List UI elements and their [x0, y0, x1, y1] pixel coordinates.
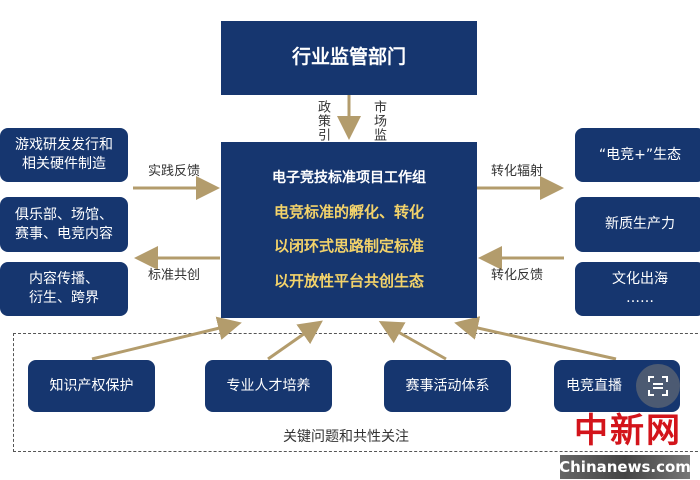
bottom-box-talent: 专业人才培养: [205, 360, 332, 412]
right-box-culture: 文化出海 ……: [575, 262, 700, 316]
left-box-line: 赛事、电竞内容: [15, 225, 113, 242]
left-box-content: 内容传播、衍生、跨界: [0, 262, 128, 316]
key-issues-group: [13, 333, 700, 452]
arrow-live: [454, 316, 617, 361]
left-box-line: 相关硬件制造: [22, 156, 106, 172]
transform-feedback-label: 转化反馈: [491, 268, 544, 283]
right-box-line: “电竞+”生态: [598, 146, 682, 163]
watermark-site: Chinanews.com: [559, 455, 691, 479]
working-group-title: 电子竞技标准项目工作组: [272, 170, 426, 187]
center-line-2: 以闭环式思路制定标准: [273, 237, 424, 256]
working-group-box: 电子竞技标准项目工作组 电竞标准的孵化、转化 以闭环式思路制定标准 以开放性平台…: [221, 142, 477, 318]
bottom-box-ip: 知识产权保护: [28, 360, 155, 412]
right-box-line: ……: [626, 290, 654, 306]
right-box-line: 文化出海: [612, 271, 668, 288]
arrow-events: [378, 321, 447, 361]
standard-cocreate-label: 标准共创: [148, 268, 201, 283]
left-box-line: 内容传播、: [29, 271, 99, 288]
left-box-line: 游戏研发发行和: [15, 137, 113, 154]
right-box-ecosystem: “电竞+”生态: [575, 128, 700, 182]
center-line-1: 电竞标准的孵化、转化: [273, 203, 424, 222]
scan-icon[interactable]: [636, 364, 680, 408]
left-box-clubs: 俱乐部、场馆、赛事、电竞内容: [0, 197, 128, 252]
regulator-box: 行业监管部门: [221, 21, 477, 95]
left-box-line: 俱乐部、场馆、: [15, 206, 113, 223]
left-box-game-dev: 游戏研发发行和相关硬件制造: [0, 128, 128, 182]
practice-feedback-label: 实践反馈: [148, 164, 201, 179]
bottom-box-events: 赛事活动体系: [384, 360, 511, 412]
right-box-line: 新质生产力: [605, 216, 675, 233]
transform-radiate-label: 转化辐射: [491, 164, 544, 179]
watermark-logo: 中新网: [574, 411, 682, 451]
left-box-line: 衍生、跨界: [29, 290, 99, 306]
key-issues-caption: 关键问题和共性关注: [283, 429, 409, 445]
center-line-3: 以开放性平台共创生态: [273, 271, 424, 290]
arrow-talent: [267, 320, 323, 361]
arrow-ip: [91, 316, 242, 361]
right-box-productivity: 新质生产力: [575, 197, 700, 252]
